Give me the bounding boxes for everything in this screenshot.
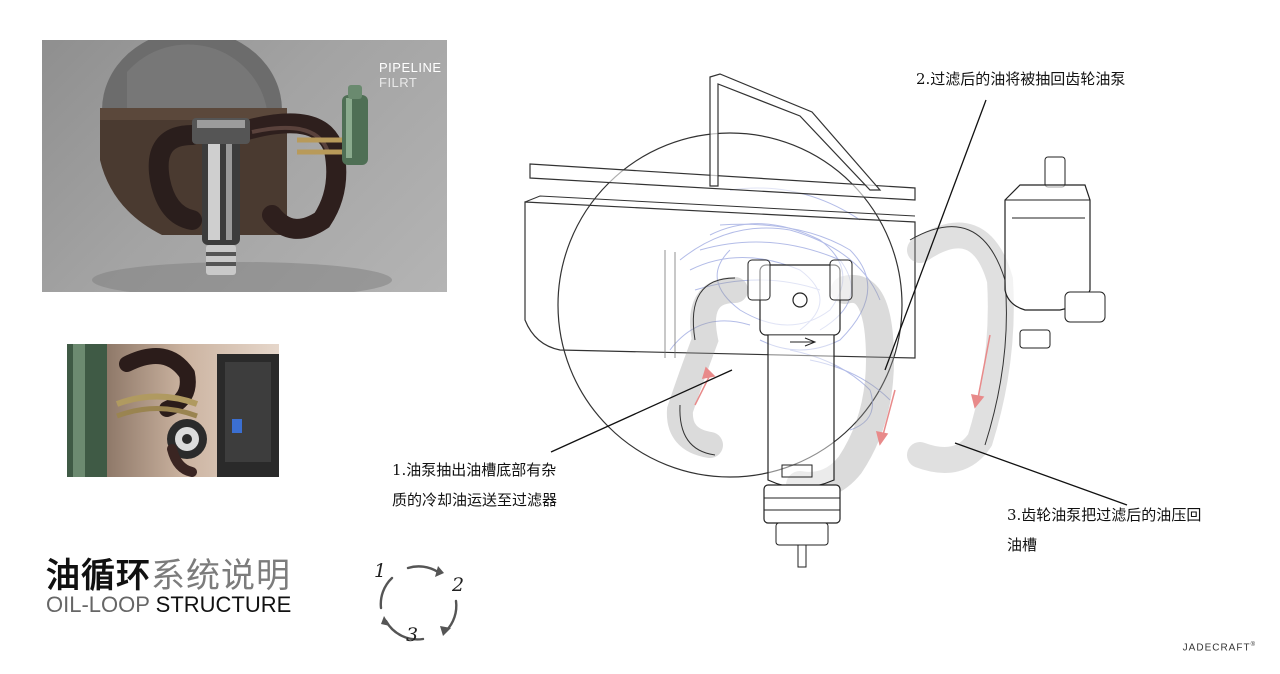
page-title: 油循环系统说明 [46,548,291,597]
filter-canister [747,259,853,568]
note-step-1-line-1: 1.油泵抽出油槽底部有杂 [392,461,557,479]
note-step-3: 3.齿轮油泵把过滤后的油压回 油槽 [1007,500,1201,560]
tank-outline [524,201,916,359]
fin-plate [709,73,882,191]
oil-loop-wireframe-diagram [524,73,1128,568]
loop-step-3: 3 [406,624,419,646]
note-step-3-line-2: 油槽 [1007,536,1038,554]
render-image-main: PIPELINE FILRT [42,40,447,292]
pump-detail-render [67,344,279,477]
flow-arrow-down-mid [875,431,889,446]
page-subtitle-light: OIL-LOOP [46,592,150,617]
flow-arrows [694,334,991,446]
cycle-arrows-icon [379,565,458,641]
brand-name: JADECRAFT [1182,642,1251,654]
page-title-strong: 油循环 [46,556,151,596]
pipeline-filter-render [92,40,392,292]
flow-arrow-down-right [970,394,985,409]
page-title-light: 系统说明 [151,556,291,596]
top-plate [529,163,916,201]
note-step-1: 1.油泵抽出油槽底部有杂 质的冷却油运送至过滤器 [392,455,557,515]
disc-outline [557,132,903,478]
loop-step-1: 1 [374,560,387,582]
note-step-1-line-2: 质的冷却油运送至过滤器 [392,491,558,509]
inlet-hose [666,277,748,458]
loop-step-2: 2 [452,574,465,596]
outer-hose-loop [907,222,1014,473]
page-subtitle-strong: STRUCTURE [155,592,292,617]
leader-lines [550,99,1128,506]
render-caption: PIPELINE FILRT [379,60,447,90]
flow-arrow-up [701,366,716,379]
note-step-2-line-1: 2.过滤后的油将被抽回齿轮油泵 [916,70,1126,88]
registered-mark: ® [1250,642,1256,648]
brand-mark: JADECRAFT® [1183,642,1256,653]
note-step-2: 2.过滤后的油将被抽回齿轮油泵 [916,64,1125,94]
page-subtitle: OIL-LOOP STRUCTURE [46,592,291,618]
render-image-detail [67,344,279,477]
render-caption-bold: PIPELINE [379,60,442,75]
gear-pump [1004,156,1106,349]
loop-cycle-icon: 1 2 3 [368,556,468,652]
render-caption-light: FILRT [379,75,418,90]
note-step-3-line-1: 3.齿轮油泵把过滤后的油压回 [1007,506,1202,524]
